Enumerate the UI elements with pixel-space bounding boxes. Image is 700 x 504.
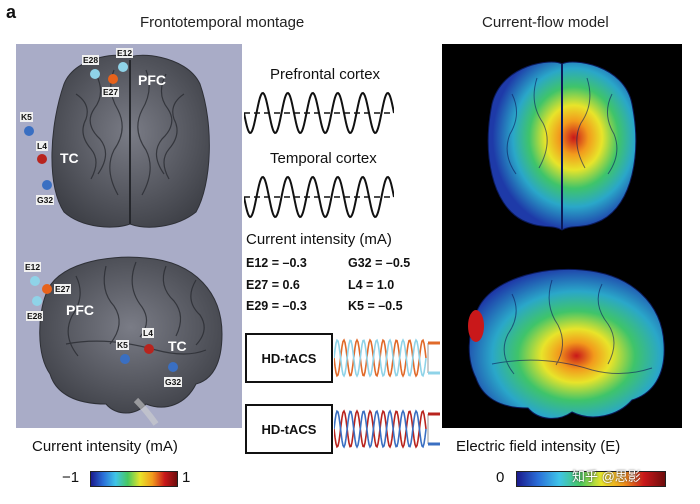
field-intensity-maps — [468, 61, 665, 419]
brain-side-view — [39, 256, 223, 426]
electrode-e28-dot — [90, 69, 100, 79]
current-value-g32: G32 = –0.5 — [348, 256, 411, 270]
stimulation-wave-1 — [334, 338, 440, 378]
prefrontal-label: Prefrontal cortex — [270, 66, 381, 83]
hd-tacs-device-1: HD-tACS — [245, 333, 333, 383]
electrode-g32-side-dot — [168, 362, 178, 372]
region-tc-top: TC — [60, 150, 79, 166]
electrode-k5-label: K5 — [20, 112, 33, 122]
panel-letter: a — [6, 2, 17, 22]
electrode-e28-side-dot — [32, 296, 42, 306]
electrode-e27-label: E27 — [102, 87, 120, 97]
temporal-label: Temporal cortex — [270, 150, 377, 167]
current-value-l4: L4 = 1.0 — [348, 278, 395, 292]
electrode-e28-side-label: E28 — [26, 311, 44, 321]
electrode-e12-side-dot — [30, 276, 40, 286]
current-value-e12: E12 = –0.3 — [246, 256, 307, 270]
model-title: Current-flow model — [482, 14, 609, 31]
electrode-e27-side-label: E27 — [54, 284, 72, 294]
left-colorbar-max: 1 — [182, 469, 191, 486]
electrode-e12-side-label: E12 — [24, 262, 42, 272]
current-value-k5: K5 = –0.5 — [348, 299, 403, 313]
electrode-k5-side-dot — [120, 354, 130, 364]
electrode-l4-label: L4 — [36, 141, 48, 151]
prefrontal-waveform — [244, 91, 394, 135]
electrode-l4-dot — [37, 154, 47, 164]
watermark-text: 知乎 @思影 — [572, 469, 641, 484]
left-colorbar-min: −1 — [62, 469, 80, 486]
electrode-k5-dot — [24, 126, 34, 136]
electrode-e27-side-dot — [42, 284, 52, 294]
electrode-g32-label: G32 — [36, 195, 55, 205]
region-pfc-top: PFC — [138, 72, 166, 88]
left-colorbar — [90, 471, 178, 487]
region-tc-side: TC — [168, 338, 187, 354]
temporal-waveform — [244, 175, 394, 219]
current-value-e27: E27 = 0.6 — [246, 278, 300, 292]
electrode-k5-side-label: K5 — [116, 340, 129, 350]
brain-illustrations — [39, 54, 223, 426]
electrode-e27-dot — [108, 74, 118, 84]
montage-panel: E28 E12 E27 K5 L4 G32 PFC TC E12 E27 E28… — [16, 44, 242, 428]
right-colorbar — [516, 471, 666, 487]
electrode-e12-dot — [118, 62, 128, 72]
current-flow-panel — [442, 44, 682, 428]
electrode-g32-side-label: G32 — [164, 377, 183, 387]
left-colorbar-label: Current intensity (mA) — [32, 438, 178, 455]
electrode-l4-side-label: L4 — [142, 328, 154, 338]
electrode-e28-label: E28 — [82, 55, 100, 65]
brain-top-view — [51, 54, 210, 228]
hd-tacs-device-2: HD-tACS — [245, 404, 333, 454]
electrode-l4-side-dot — [144, 344, 154, 354]
current-value-e29: E29 = –0.3 — [246, 299, 307, 313]
model-front-view — [487, 61, 637, 231]
electrode-g32-dot — [42, 180, 52, 190]
region-pfc-side: PFC — [66, 302, 94, 318]
stimulation-wave-2 — [334, 409, 440, 449]
current-heading: Current intensity (mA) — [246, 231, 392, 248]
right-colorbar-min: 0 — [496, 469, 505, 486]
montage-title: Frontotemporal montage — [140, 14, 305, 31]
model-side-view — [468, 268, 665, 419]
electrode-e12-label: E12 — [116, 48, 134, 58]
right-colorbar-label: Electric field intensity (E) — [456, 438, 621, 455]
